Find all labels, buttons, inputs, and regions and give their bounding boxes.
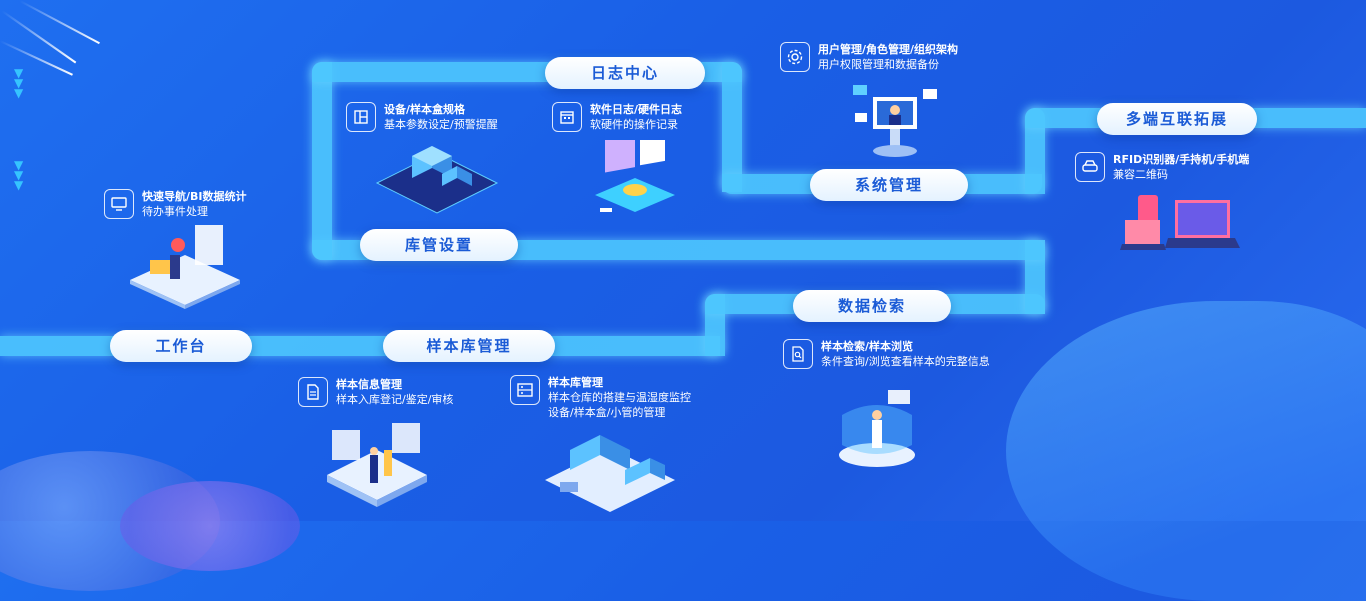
feature-desc: 基本参数设定/预警提醒 bbox=[384, 118, 498, 131]
feature-desc: 条件查询/浏览查看样本的完整信息 bbox=[821, 355, 990, 368]
route-track bbox=[722, 62, 742, 192]
background-blob-left bbox=[0, 451, 220, 591]
feature-device: 设备/样本盒规格基本参数设定/预警提醒 bbox=[346, 102, 498, 132]
feature-title: 软件日志/硬件日志 bbox=[590, 103, 683, 116]
stage-warehouse-settings[interactable]: 库管设置 bbox=[360, 229, 518, 261]
light-streak bbox=[1, 10, 77, 64]
feature-log: 软件日志/硬件日志软硬件的操作记录 bbox=[552, 102, 682, 132]
stage-data-search[interactable]: 数据检索 bbox=[793, 290, 951, 322]
stage-system-mgmt[interactable]: 系统管理 bbox=[810, 169, 968, 201]
feature-title: 样本检索/样本浏览 bbox=[821, 340, 914, 353]
feature-title: 样本库管理 bbox=[548, 376, 603, 389]
sample-info-illustration bbox=[327, 423, 427, 507]
light-streak bbox=[19, 0, 100, 45]
background-cloud bbox=[120, 481, 300, 571]
feature-title: 设备/样本盒规格 bbox=[384, 103, 466, 116]
stage-log-center[interactable]: 日志中心 bbox=[545, 57, 705, 89]
stage-multi-terminal[interactable]: 多端互联拓展 bbox=[1097, 103, 1257, 135]
feature-user: 用户管理/角色管理/组织架构用户权限管理和数据备份 bbox=[780, 42, 958, 72]
search-illustration bbox=[839, 390, 915, 467]
feature-title: RFID识别器/手持机/手机端 bbox=[1113, 153, 1250, 166]
route-track bbox=[0, 336, 720, 356]
feature-desc: 用户权限管理和数据备份 bbox=[818, 58, 939, 71]
background-blob-right bbox=[1006, 301, 1366, 601]
log-illustration bbox=[595, 140, 675, 212]
calendar-icon bbox=[552, 102, 582, 132]
stage-workbench[interactable]: 工作台 bbox=[110, 330, 252, 362]
multi-terminal-illustration bbox=[1120, 195, 1240, 250]
warehouse-illustration bbox=[375, 146, 499, 214]
feature-desc: 设备/样本盒/小管的管理 bbox=[548, 406, 666, 419]
gear-icon bbox=[780, 42, 810, 72]
feature-title: 用户管理/角色管理/组织架构 bbox=[818, 43, 959, 56]
feature-desc: 兼容二维码 bbox=[1113, 168, 1168, 181]
feature-sample-lib: 样本库管理样本仓库的搭建与温湿度监控设备/样本盒/小管的管理 bbox=[510, 375, 691, 420]
search-doc-icon bbox=[783, 339, 813, 369]
feature-nav: 快速导航/BI数据统计待办事件处理 bbox=[104, 189, 247, 219]
feature-title: 样本信息管理 bbox=[336, 378, 402, 391]
feature-desc: 样本入库登记/鉴定/审核 bbox=[336, 393, 454, 406]
feature-desc: 样本仓库的搭建与温湿度监控 bbox=[548, 391, 691, 404]
storage-icon bbox=[510, 375, 540, 405]
chevron-down-icon: ▼▼▼ bbox=[14, 66, 24, 100]
document-icon bbox=[298, 377, 328, 407]
feature-desc: 待办事件处理 bbox=[142, 205, 208, 218]
feature-search: 样本检索/样本浏览条件查询/浏览查看样本的完整信息 bbox=[783, 339, 990, 369]
route-track bbox=[312, 62, 332, 260]
route-track bbox=[1025, 108, 1045, 194]
storage-illustration bbox=[545, 435, 675, 512]
layout-icon bbox=[346, 102, 376, 132]
monitor-icon bbox=[104, 189, 134, 219]
light-streak bbox=[0, 40, 73, 76]
stage-sample-library[interactable]: 样本库管理 bbox=[383, 330, 555, 362]
system-illustration bbox=[853, 85, 937, 157]
feature-rfid: RFID识别器/手持机/手机端兼容二维码 bbox=[1075, 152, 1249, 182]
feature-title: 快速导航/BI数据统计 bbox=[142, 190, 247, 203]
workbench-illustration bbox=[130, 225, 240, 309]
feature-sample-info: 样本信息管理样本入库登记/鉴定/审核 bbox=[298, 377, 453, 407]
chevron-down-icon: ▼▼▼ bbox=[14, 158, 24, 192]
car-device-icon bbox=[1075, 152, 1105, 182]
feature-desc: 软硬件的操作记录 bbox=[590, 118, 678, 131]
